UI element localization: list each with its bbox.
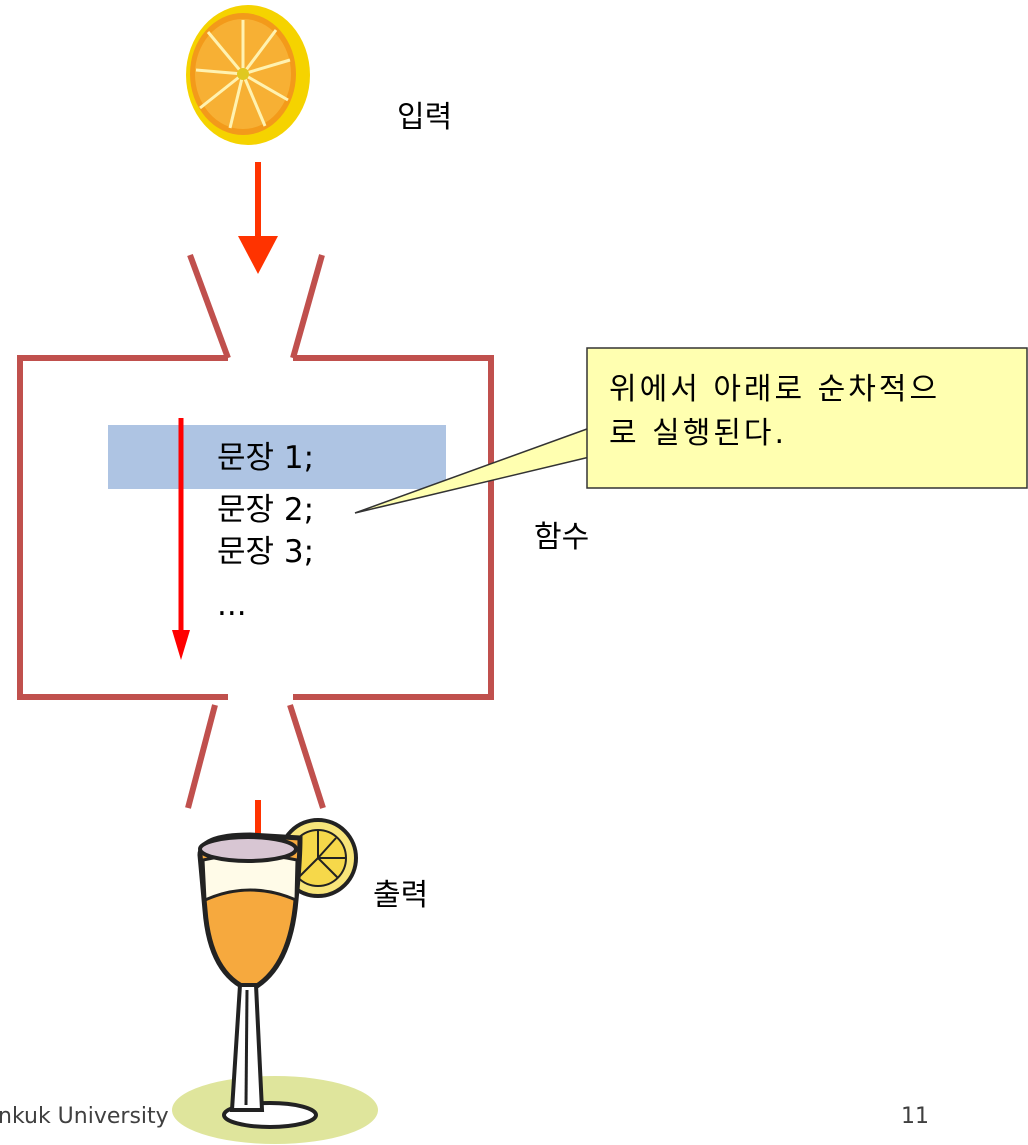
page-number: 11 <box>901 1104 929 1129</box>
function-label: 함수 <box>534 520 590 555</box>
statement-ellipsis: ... <box>217 587 247 623</box>
statement-3: 문장 3; <box>217 534 315 570</box>
output-label: 출력 <box>373 878 429 913</box>
input-label: 입력 <box>397 100 453 135</box>
callout-box <box>354 347 1028 514</box>
statement-2: 문장 2; <box>217 492 315 528</box>
callout-line-2: 로 실행된다. <box>609 416 788 451</box>
orange-slice-icon <box>186 5 310 145</box>
footer-university: nkuk University <box>0 1104 169 1129</box>
callout-line-1: 위에서 아래로 순차적으 <box>609 372 941 407</box>
cocktail-glass-icon <box>172 818 378 1144</box>
statement-1: 문장 1; <box>217 440 315 476</box>
input-arrow <box>238 162 278 274</box>
function-box <box>17 253 494 809</box>
flow-arrow <box>172 418 190 660</box>
highlight-bar <box>108 425 446 489</box>
